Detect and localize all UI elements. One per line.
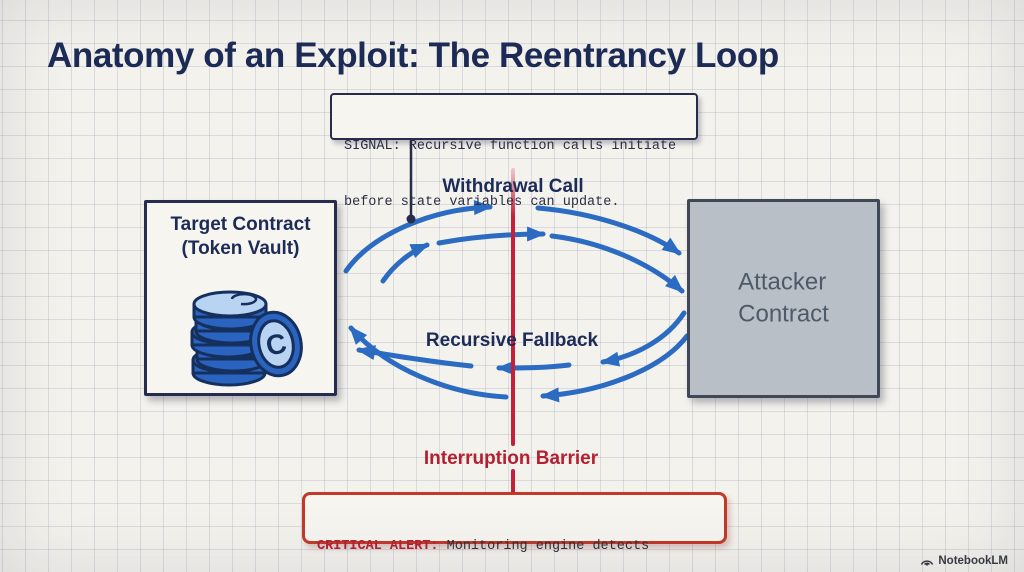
- alert-prefix: CRITICAL ALERT:: [317, 538, 439, 554]
- signal-callout: SIGNAL: Recursive function calls initiat…: [330, 93, 698, 210]
- coin-stack-icon: C: [190, 290, 303, 387]
- recursive-fallback-arrows: [348, 310, 690, 403]
- signal-text-line1: SIGNAL: Recursive function calls initiat…: [344, 138, 677, 154]
- alert-text-line1: CRITICAL ALERT: Monitoring engine detect…: [317, 538, 712, 557]
- signal-connector-line: [406, 141, 416, 224]
- critical-alert-callout: CRITICAL ALERT: Monitoring engine detect…: [302, 492, 727, 554]
- interruption-barrier-label: Interruption Barrier: [423, 448, 599, 469]
- watermark-label: NotebookLM: [938, 555, 1008, 567]
- withdrawal-call-arrows: [343, 200, 685, 294]
- alert-line1-rest: Monitoring engine detects: [438, 538, 650, 554]
- notebooklm-logo-icon: [921, 560, 934, 566]
- attacker-contract-node: Attacker Contract: [687, 199, 880, 398]
- page-title: Anatomy of an Exploit: The Reentrancy Lo…: [47, 36, 779, 75]
- target-contract-node: Target Contract (Token Vault): [144, 200, 337, 396]
- attacker-contract-title: Attacker Contract: [738, 268, 829, 328]
- recursive-fallback-label: Recursive Fallback: [425, 330, 599, 351]
- withdrawal-call-label: Withdrawal Call: [442, 176, 584, 197]
- signal-text-line2: before state variables can update.: [344, 195, 620, 211]
- target-contract-title: Target Contract (Token Vault): [170, 214, 311, 260]
- watermark: NotebookLM: [920, 555, 1008, 567]
